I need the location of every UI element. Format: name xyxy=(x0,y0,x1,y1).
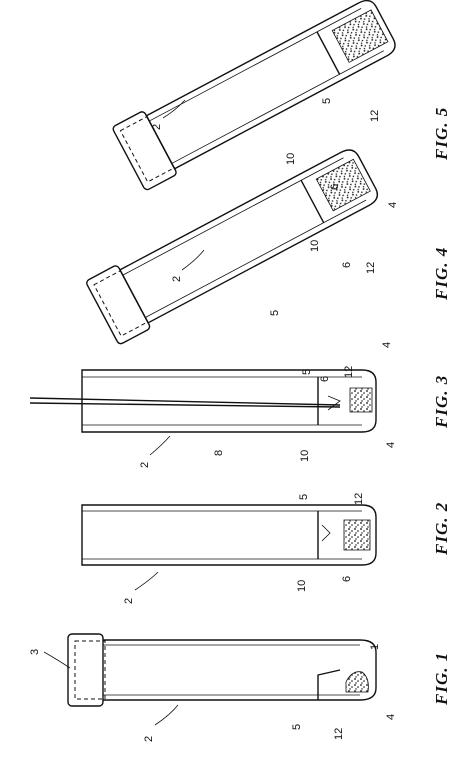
leader-fig5-device xyxy=(162,99,186,119)
fig2-label-chamber: 6 xyxy=(341,576,353,582)
fig2-label-seal: 10 xyxy=(296,580,308,592)
fig1-tube-outline xyxy=(103,639,377,701)
fig1-label-divider: 5 xyxy=(291,724,303,730)
fig4-tube-outline xyxy=(119,149,378,324)
leader-fig1-device xyxy=(154,704,179,726)
fig3-drawing xyxy=(29,369,377,433)
fig1-label-sample: 12 xyxy=(333,728,345,740)
fig2-label-device: 2 xyxy=(123,598,135,604)
fig4-drawing xyxy=(86,149,378,345)
fig1-cap-inner xyxy=(74,640,106,700)
fig3-tube-outline xyxy=(81,369,377,433)
fig2-sample xyxy=(343,519,371,551)
fig4-caption: FIG. 4 xyxy=(432,247,451,301)
fig5-label-divider: 5 xyxy=(321,98,333,104)
fig3-label-sample: 12 xyxy=(343,366,355,378)
fig4-label-divider: 5 xyxy=(269,310,281,316)
fig4-sample xyxy=(315,158,371,212)
fig5-inner-wall-top xyxy=(149,8,362,122)
fig1-label-top: 1 xyxy=(369,644,381,650)
fig5-label-seal: 10 xyxy=(285,153,297,165)
fig5-tube-outline xyxy=(145,0,396,170)
fig3-label-rod: 8 xyxy=(213,450,225,456)
leader-fig2-device xyxy=(134,571,159,591)
fig4-label-device: 2 xyxy=(171,276,183,282)
fig3-rod xyxy=(29,397,341,406)
fig5-inner-wall-bottom xyxy=(171,50,384,164)
fig2-caption: FIG. 2 xyxy=(432,502,451,556)
fig3-label-divider: 5 xyxy=(301,369,313,375)
fig1-label-cap: 3 xyxy=(29,649,41,655)
fig2-label-divider: 5 xyxy=(298,494,310,500)
leader-lines xyxy=(43,99,205,726)
leader-fig4-device xyxy=(181,249,205,271)
fig1-sample xyxy=(345,671,369,693)
fig1-label-end: 4 xyxy=(385,714,397,720)
fig1-caption: FIG. 1 xyxy=(432,652,451,706)
fig4-inner-wall-top xyxy=(122,157,344,276)
fig3-label-device: 2 xyxy=(139,462,151,468)
fig1-divider xyxy=(317,669,341,700)
fig1-label-device: 2 xyxy=(143,736,155,742)
fig2-tube-outline xyxy=(81,504,377,566)
fig2-seal xyxy=(321,524,331,542)
fig2-label-sample: 12 xyxy=(353,493,365,505)
leader-fig3-device xyxy=(149,435,171,456)
fig5-sample xyxy=(331,9,389,63)
fig4-label-sample: 12 xyxy=(365,262,377,274)
fig5-label-sample: 12 xyxy=(369,110,381,122)
fig5-label-chamber: 6 xyxy=(329,184,341,190)
fig3-sample xyxy=(349,387,373,413)
fig3-seal xyxy=(327,395,341,411)
leader-cap xyxy=(43,651,71,669)
fig4-label-seal: 10 xyxy=(309,240,321,252)
fig1-cap xyxy=(67,633,104,707)
fig4-label-end: 4 xyxy=(381,342,393,348)
fig3-rod-edge xyxy=(29,402,341,408)
fig5-label-device: 2 xyxy=(151,124,163,130)
fig4-inner-wall-bottom xyxy=(145,199,367,318)
fig5-drawing xyxy=(112,0,396,191)
fig3-label-end: 4 xyxy=(385,442,397,448)
fig5-divider xyxy=(316,31,341,75)
fig3-label-chamber: 6 xyxy=(319,376,331,382)
fig5-caption: FIG. 5 xyxy=(432,107,451,161)
fig5-label-end: 4 xyxy=(387,202,399,208)
fig3-label-seal: 10 xyxy=(299,450,311,462)
fig4-divider xyxy=(300,179,325,224)
fig2-drawing xyxy=(81,504,377,566)
fig4-label-chamber: 6 xyxy=(341,262,353,268)
fig3-caption: FIG. 3 xyxy=(432,375,451,429)
fig1-drawing xyxy=(67,633,377,707)
